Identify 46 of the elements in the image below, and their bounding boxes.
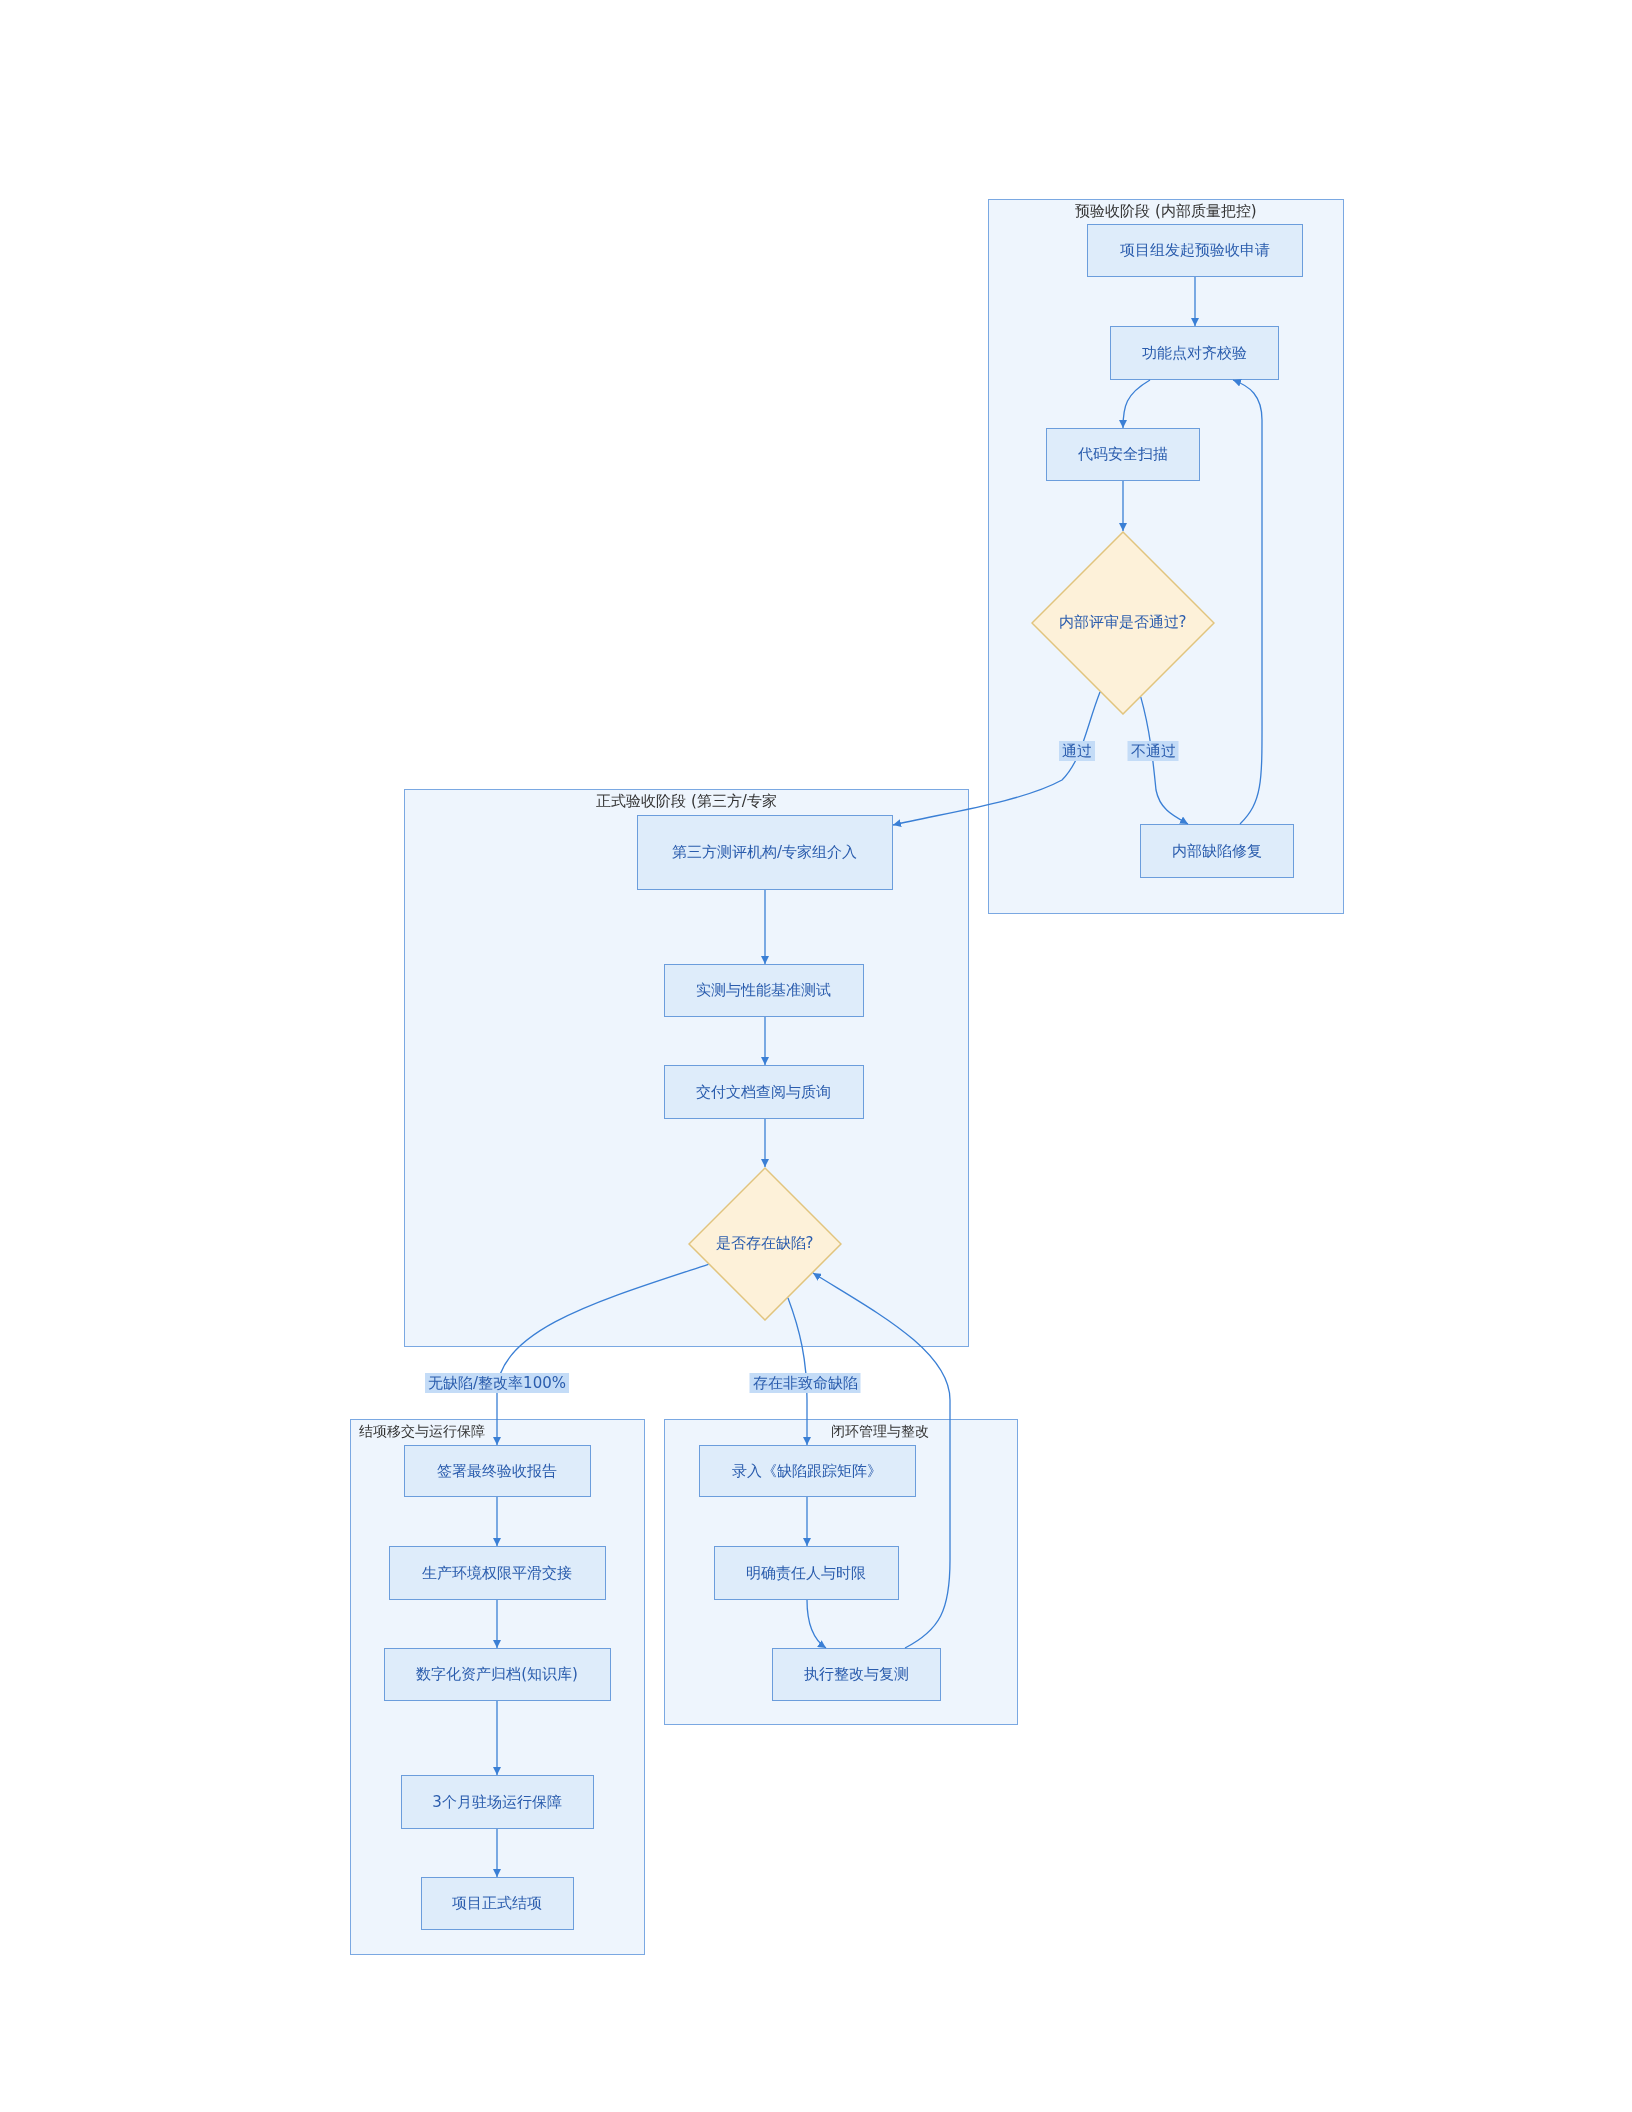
arrow (806, 1599, 827, 1649)
arrow (493, 1828, 501, 1878)
edge-label: 不通过 (1127, 741, 1179, 761)
process-box: 数字化资产归档(知识库) (383, 1647, 611, 1701)
edge-label: 存在非致命缺陷 (749, 1373, 861, 1393)
group-panel (664, 1419, 1018, 1725)
group-title: 结项移交与运行保障 (359, 1422, 485, 1440)
group-panel (988, 199, 1344, 914)
process-box: 项目组发起预验收申请 (1086, 223, 1303, 277)
arrow (1119, 379, 1151, 429)
edge-label: 无缺陷/整改率100% (425, 1373, 569, 1393)
arrow (1232, 379, 1263, 825)
decision-diamond: 是否存在缺陷? (687, 1166, 842, 1321)
process-box: 代码安全扫描 (1045, 427, 1200, 481)
arrow (812, 1272, 951, 1649)
arrow (1191, 276, 1199, 327)
arrow (761, 1016, 769, 1066)
process-box: 录入《缺陷跟踪矩阵》 (698, 1444, 916, 1497)
process-box: 第三方测评机构/专家组介入 (636, 814, 893, 890)
arrow (803, 1496, 811, 1547)
group-title: 闭环管理与整改 (831, 1422, 929, 1440)
process-box: 3个月驻场运行保障 (400, 1774, 594, 1829)
edge-label: 通过 (1059, 741, 1095, 761)
group-title: 正式验收阶段 (第三方/专家 (595, 792, 778, 810)
arrow (787, 1297, 811, 1446)
process-box: 功能点对齐校验 (1109, 325, 1279, 380)
arrow (493, 1496, 501, 1547)
process-box: 交付文档查阅与质询 (663, 1064, 864, 1119)
process-box: 项目正式结项 (420, 1876, 574, 1930)
process-box: 明确责任人与时限 (713, 1545, 899, 1600)
arrow (761, 1118, 769, 1168)
group-title: 预验收阶段 (内部质量把控) (1074, 202, 1258, 220)
group-panel (404, 789, 969, 1347)
arrow (892, 691, 1101, 828)
process-box: 签署最终验收报告 (403, 1444, 591, 1497)
arrow (493, 1700, 501, 1776)
process-box: 内部缺陷修复 (1139, 823, 1294, 878)
process-box: 生产环境权限平滑交接 (388, 1545, 606, 1600)
process-box: 执行整改与复测 (771, 1647, 941, 1701)
process-box: 实测与性能基准测试 (663, 963, 864, 1017)
arrow (493, 1263, 709, 1446)
group-panel (350, 1419, 645, 1955)
arrow (493, 1599, 501, 1649)
arrow (1119, 480, 1127, 532)
decision-diamond: 内部评审是否通过? (1030, 530, 1215, 715)
arrow (761, 889, 769, 965)
